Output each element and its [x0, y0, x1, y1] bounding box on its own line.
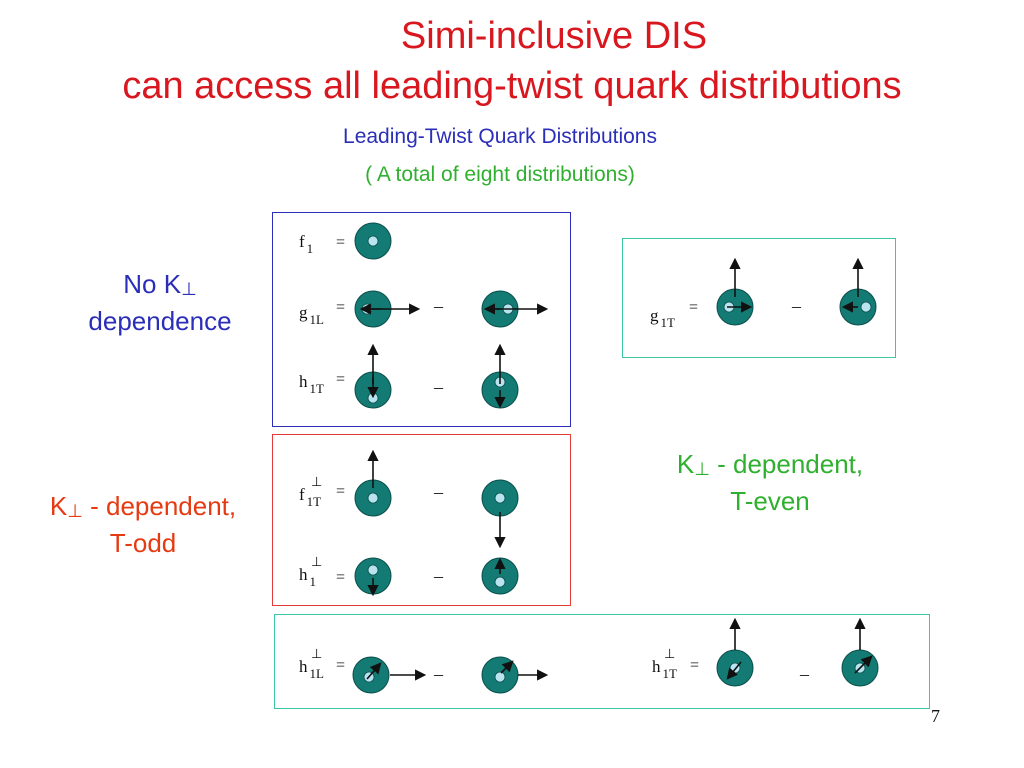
equals-sign: = [336, 569, 345, 586]
minus-sign: – [791, 296, 802, 316]
equals-sign: = [336, 299, 345, 316]
minus-sign: – [433, 482, 444, 502]
perp-symbol: ⊥ [181, 279, 197, 299]
minus-sign: – [433, 377, 444, 397]
label-text: - dependent, [709, 449, 864, 479]
label-k-perp-dependent-t-odd: K⊥ - dependent, T-odd [18, 490, 268, 559]
slide-title-line-2: can access all leading-twist quark distr… [122, 65, 902, 107]
minus-sign: – [433, 566, 444, 586]
no-k-perp-box [272, 212, 571, 427]
subtitle-total-count: ( A total of eight distributions) [365, 163, 635, 186]
minus-sign: – [433, 664, 444, 684]
subtitle-leading-twist: Leading-Twist Quark Distributions [343, 125, 657, 148]
label-text: T-even [730, 486, 810, 516]
equals-sign: = [336, 371, 345, 388]
quark-dot [494, 671, 506, 683]
minus-sign: – [799, 664, 810, 684]
label-text: dependence [88, 306, 232, 336]
quark-dot [367, 564, 379, 576]
quark-dot [494, 492, 506, 504]
slide-title-line-1: Simi-inclusive DIS [400, 15, 708, 57]
perp-symbol: ⊥ [694, 459, 710, 479]
equals-sign: = [336, 657, 345, 674]
page-number: 7 [931, 706, 940, 726]
perp-superscript: ⊥ [664, 646, 675, 661]
equals-sign: = [689, 299, 698, 316]
perp-superscript: ⊥ [311, 554, 322, 569]
quark-dot [367, 492, 379, 504]
label-text: - dependent, [82, 491, 237, 521]
label-text: K [49, 491, 68, 521]
quark-spin-arrow [500, 660, 514, 674]
equals-sign: = [336, 234, 345, 251]
quark-spin-arrow [854, 655, 873, 674]
label-k-perp-dependent-t-even: K⊥ - dependent, T-even [630, 448, 910, 517]
perp-superscript: ⊥ [311, 474, 322, 489]
quark-spin-arrow [726, 661, 742, 680]
quark-dot [494, 576, 506, 588]
label-text: T-odd [109, 528, 177, 558]
label-text: K [676, 449, 695, 479]
equals-sign: = [690, 657, 699, 674]
perp-superscript: ⊥ [311, 646, 322, 661]
t-even-h-perp-box [274, 614, 930, 709]
label-text: No K [123, 269, 182, 299]
quark-dot [367, 235, 379, 247]
label-no-k-perp-dependence: No K⊥ dependence [50, 268, 270, 337]
minus-sign: – [433, 296, 444, 316]
perp-symbol: ⊥ [67, 501, 83, 521]
quark-spin-arrow [366, 662, 382, 680]
t-odd-box [272, 434, 571, 606]
equals-sign: = [336, 483, 345, 500]
quark-dot [860, 301, 872, 313]
t-even-g1t-box [622, 238, 896, 358]
